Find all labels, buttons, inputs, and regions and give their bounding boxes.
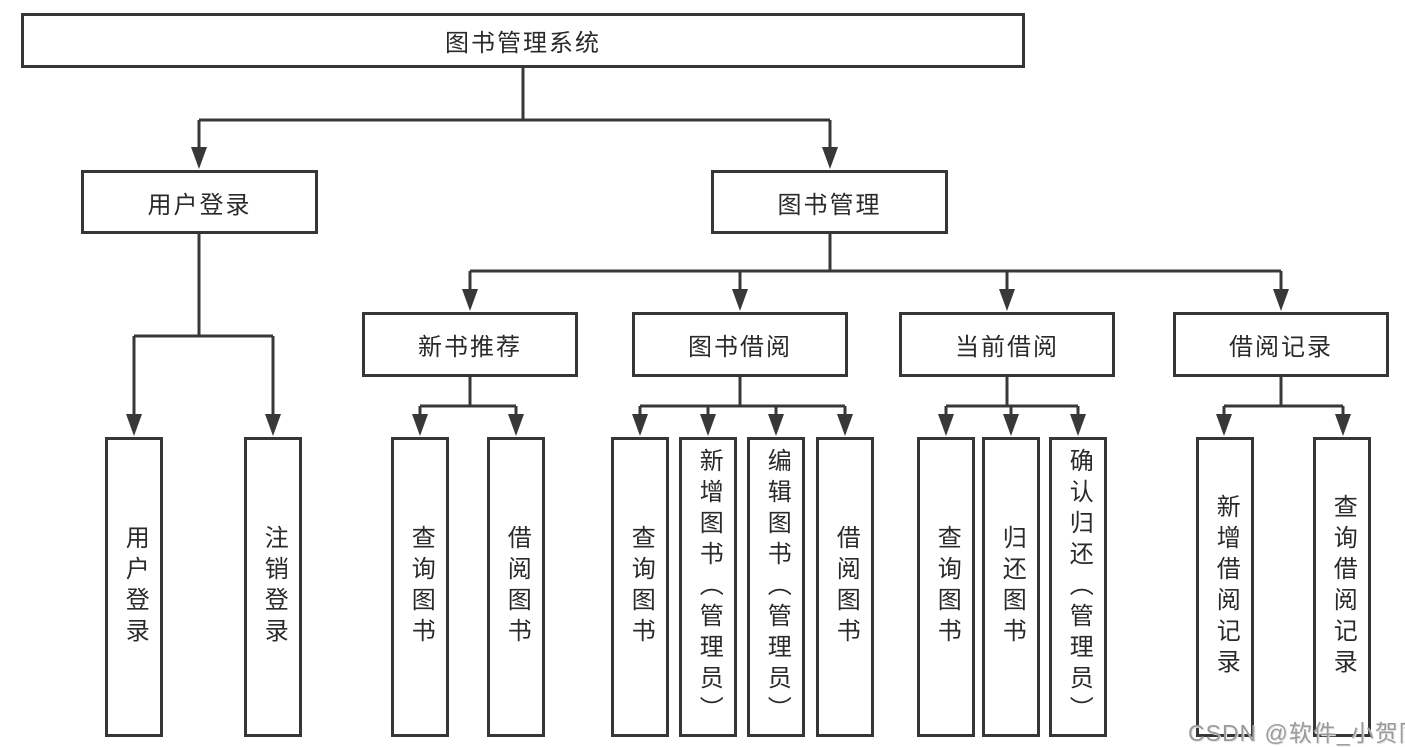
node-label: 注销登录 [260, 525, 288, 649]
node-leaf-user-login: 用户登录 [105, 437, 163, 737]
node-leaf-borrow-books: 借阅图书 [816, 437, 874, 737]
node-label: 图书借阅 [688, 334, 792, 361]
node-leaf-add-books-admin: 新增图书（管理员） [679, 437, 737, 737]
node-label: 查询图书 [933, 525, 961, 649]
node-new-book-recommendation: 新书推荐 [362, 312, 578, 377]
node-label: 用户登录 [121, 525, 149, 649]
node-label: 新增借阅记录 [1212, 494, 1240, 680]
node-current-borrowing: 当前借阅 [899, 312, 1115, 377]
node-label: 查询图书 [627, 525, 655, 649]
node-leaf-add-borrow-record: 新增借阅记录 [1196, 437, 1254, 737]
node-leaf-query-books-borrowing: 查询图书 [611, 437, 669, 737]
node-label: 用户登录 [147, 191, 252, 219]
node-borrowing-records: 借阅记录 [1173, 312, 1389, 377]
node-leaf-query-books-current: 查询图书 [917, 437, 975, 737]
node-leaf-query-borrow-record: 查询借阅记录 [1313, 437, 1371, 737]
node-user-login: 用户登录 [81, 170, 318, 234]
node-leaf-edit-books-admin: 编辑图书（管理员） [747, 437, 805, 737]
node-label: 编辑图书（管理员） [763, 447, 791, 727]
node-leaf-confirm-return-admin: 确认归还（管理员） [1049, 437, 1107, 737]
node-leaf-query-books-recommend: 查询图书 [391, 437, 449, 737]
node-label: 查询图书 [407, 525, 435, 649]
node-label: 新增图书（管理员） [695, 447, 723, 727]
node-label: 查询借阅记录 [1329, 494, 1357, 680]
node-label: 图书管理系统 [445, 30, 601, 57]
node-library-management-system: 图书管理系统 [21, 13, 1025, 68]
node-leaf-return-books: 归还图书 [982, 437, 1040, 737]
node-label: 借阅图书 [832, 525, 860, 649]
node-label: 归还图书 [998, 525, 1026, 649]
node-label: 确认归还（管理员） [1065, 447, 1093, 727]
node-book-borrowing: 图书借阅 [632, 312, 848, 377]
node-label: 图书管理 [777, 191, 882, 219]
node-label: 新书推荐 [418, 334, 522, 361]
node-label: 借阅图书 [503, 525, 531, 649]
node-book-management: 图书管理 [711, 170, 948, 234]
node-leaf-borrow-books-recommend: 借阅图书 [487, 437, 545, 737]
csdn-watermark: CSDN @软件_小贺同学 [1188, 720, 1405, 746]
node-leaf-logout: 注销登录 [244, 437, 302, 737]
node-label: 借阅记录 [1229, 334, 1333, 361]
arrowheads [126, 147, 1351, 436]
node-label: 当前借阅 [955, 334, 1059, 361]
